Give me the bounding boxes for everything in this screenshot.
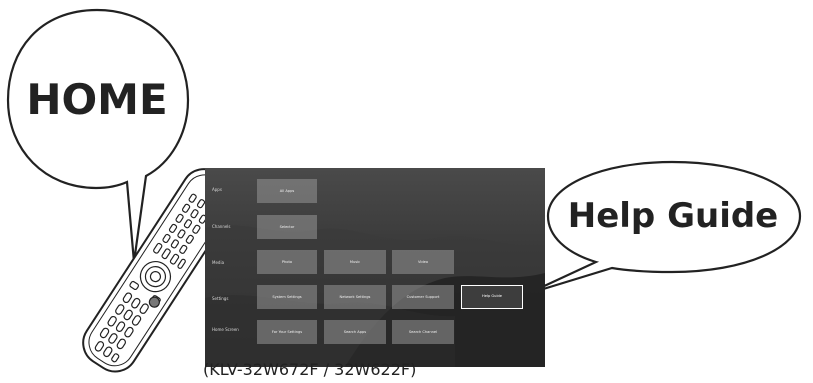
tile-search-channel[interactable]: Search Channel xyxy=(392,320,454,344)
menu-category-channels: Channels xyxy=(212,224,231,229)
menu-category-media: Media xyxy=(212,260,225,265)
tile-network-settings[interactable]: Network Settings xyxy=(324,285,386,309)
help-guide-callout-text: Help Guide xyxy=(568,196,779,236)
model-caption: (KLV-32W672F / 32W622F) xyxy=(203,360,417,379)
tile-video[interactable]: Video xyxy=(392,250,454,274)
tv-screen: Apps Channels Media Settings Home Screen… xyxy=(205,168,545,367)
tile-search-apps[interactable]: Search Apps xyxy=(324,320,386,344)
home-callout-bubble: HOME xyxy=(6,8,190,263)
menu-category-home-screen: Home Screen xyxy=(212,327,239,332)
menu-category-apps: Apps xyxy=(212,187,222,192)
tile-for-your-settings[interactable]: For Your Settings xyxy=(257,320,317,344)
tile-photo[interactable]: Photo xyxy=(257,250,317,274)
tile-music[interactable]: Music xyxy=(324,250,386,274)
home-callout-text: HOME xyxy=(26,75,167,124)
tile-selector[interactable]: Selector xyxy=(257,215,317,239)
tile-system-settings[interactable]: System Settings xyxy=(257,285,317,309)
remote-home-button xyxy=(148,296,160,308)
tile-customer-support[interactable]: Customer Support xyxy=(392,285,454,309)
help-guide-callout-bubble: Help Guide xyxy=(526,160,802,296)
tile-help-guide[interactable]: Help Guide xyxy=(461,285,523,309)
menu-category-settings: Settings xyxy=(212,296,229,301)
tile-all-apps[interactable]: All Apps xyxy=(257,179,317,203)
